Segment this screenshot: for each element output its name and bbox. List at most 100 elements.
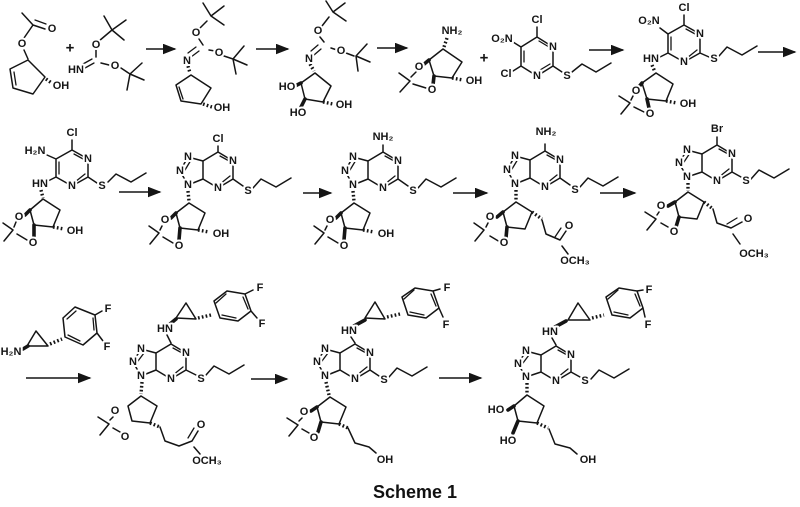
atom-label: Cl [501,68,512,80]
atom-label: N [511,150,519,162]
compound-1-cyclopentenyl-acetate: O O OH [9,12,71,95]
hash-bonds [525,313,605,430]
wedge-bonds [309,318,367,434]
atom-label: O [111,405,120,417]
atom-label: HN [68,64,84,76]
hash-bonds [186,65,213,109]
atom-label: O [670,226,679,238]
compound-15-acetonide-propanol: HN F F N N N N N S O O OH [286,280,453,468]
atom-label: S [563,70,570,82]
bonds [175,2,248,105]
hash-bonds [686,183,715,211]
atom-label: O [646,108,655,120]
bonds [286,287,444,454]
double-bonds [82,58,95,69]
atom-label: O₂N [491,33,512,45]
atom-label: N [675,157,683,169]
atom-label: O [486,211,495,223]
atom-label: O [161,214,170,226]
hash-bond [45,77,54,86]
atom-label: HO [500,435,517,447]
atom-label: S [98,180,105,192]
bonds [2,139,147,242]
hash-bonds [442,37,464,82]
atom-label: O [500,237,509,249]
atom-label: H₂N [1,346,22,358]
atom-label: O [18,38,27,50]
atom-label: N [522,371,530,383]
atom-label: O [340,240,349,252]
hash-bonds [650,64,678,105]
bonds [26,306,104,347]
atom-label: N [229,155,237,167]
atom-label: S [197,373,204,385]
atom-label: S [571,184,578,196]
wedge-bonds [506,319,568,435]
atom-label: HN [32,178,48,190]
wedge-bonds [495,210,509,240]
atom-label: N [514,358,522,370]
atom-label: O [428,84,437,96]
bonds [618,14,758,115]
hash-bonds [139,313,212,429]
atom-label: N [680,56,688,68]
double-bonds [683,148,738,225]
atom-label: F [645,319,652,331]
wedge-bonds [293,81,307,109]
atom-label: N [503,164,511,176]
atom-label: N [184,179,192,191]
atom-label: N [366,347,374,359]
atom-label: OH [53,80,70,92]
wedge-bonds [23,208,36,238]
atom-label: O [326,214,335,226]
bonds [644,136,790,245]
atom-label: S [710,53,717,65]
atom-label: NH₂ [373,131,394,143]
atom-label: O [48,23,57,35]
compound-2-tert-butyl-imidate: O HN O [66,15,145,91]
compound-12-bromo-ester: Br N N N N N S O O O OCH₃ [644,121,790,262]
atom-label: O [565,220,574,232]
atom-label: O [29,237,38,249]
atom-label: OH [466,75,483,87]
bonds [398,48,463,93]
atom-label: N [137,370,145,382]
atom-label: OH [213,228,230,240]
atom-label: OCH₃ [192,455,222,467]
double-bonds [66,310,95,342]
compound-11-amino-ester: NH₂ N N N N N S O O O OCH₃ [473,124,619,269]
atom-label: O [310,432,319,444]
double-bonds [670,28,698,59]
atom-label: N [84,153,92,165]
compound-3-imidate-cyclopentenol: O N O OH [175,2,248,116]
wedge-bonds [666,200,681,229]
double-bonds [511,154,562,238]
atom-label: N [379,182,387,194]
atom-label: F [443,319,450,331]
atom-label: Cl [67,127,78,139]
compound-16-ticagrelor: HN F F N N N N N S HO HO OH [486,282,655,468]
atom-label: O [121,431,130,443]
atom-label: Cl [679,2,690,14]
wedge-bonds [334,211,347,242]
atom-label: HN [157,323,173,335]
atom-label: Br [711,123,724,135]
atom-label: N [321,343,329,355]
atom-label: N [305,53,313,65]
atom-label: N [511,178,519,190]
atom-label: OH [214,102,231,114]
atom-label: S [581,375,588,387]
atom-label: OH [580,454,597,466]
atom-label: O₂N [638,15,659,27]
atom-label: N [522,345,530,357]
atom-label: N [683,144,691,156]
atom-label: N [556,154,564,166]
bonds [513,287,646,455]
bonds [97,289,258,455]
atom-label: O [415,61,424,73]
atom-label: N [184,151,192,163]
double-bonds [184,155,232,185]
atom-label: S [244,185,251,197]
atom-label: N [176,165,184,177]
